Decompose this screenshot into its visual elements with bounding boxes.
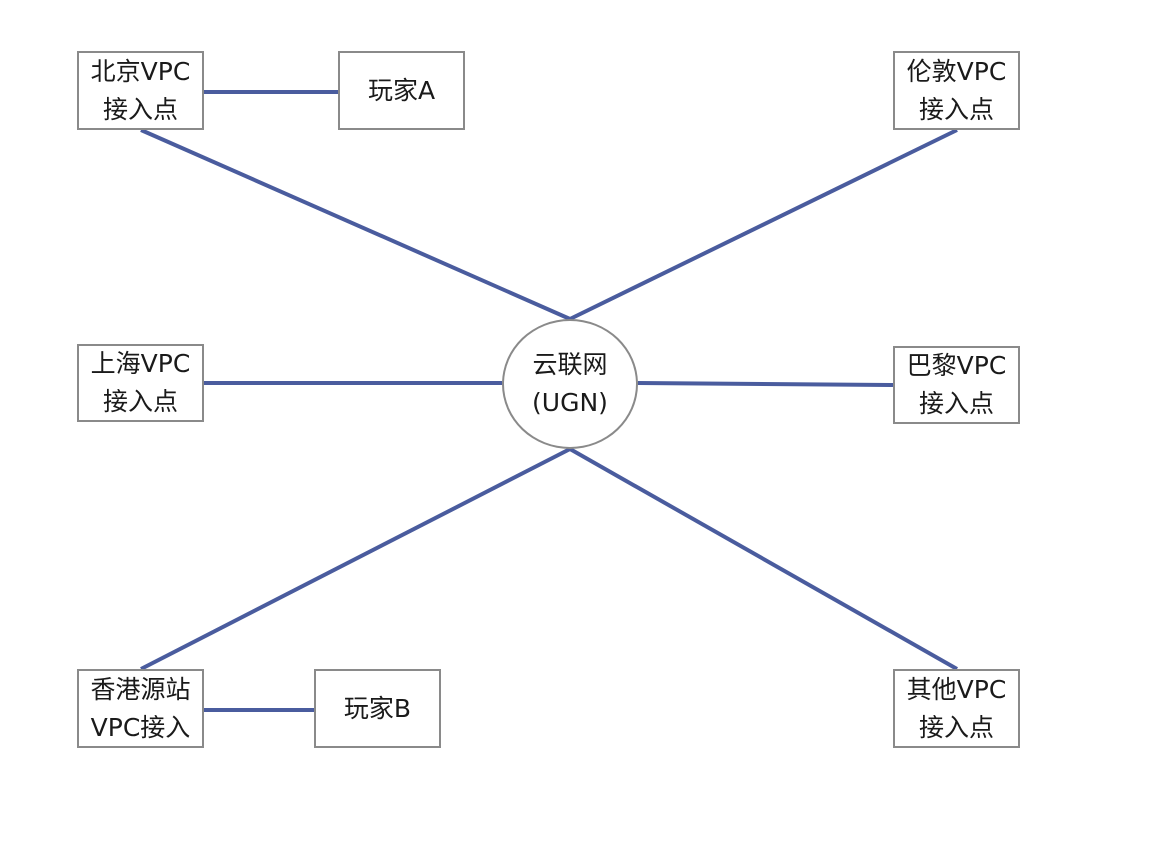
node-label-line2: 接入点	[918, 712, 994, 742]
node-label-line2: 接入点	[918, 389, 994, 418]
node-label-line1: 玩家B	[343, 693, 412, 723]
other-vpc-access-node: 其他VPC 接入点	[893, 669, 1020, 748]
hub-label-line1: 云联网	[532, 350, 608, 379]
edge-paris-hub	[637, 381, 894, 387]
node-label-line1: 上海VPC	[90, 349, 191, 378]
hongkong-origin-vpc-access-node: 香港源站 VPC接入	[77, 669, 204, 748]
player-b-node: 玩家B	[314, 669, 441, 748]
node-label-line1: 伦敦VPC	[906, 56, 1007, 86]
london-vpc-access-node: 伦敦VPC 接入点	[893, 51, 1020, 130]
node-label-line2: 接入点	[102, 94, 178, 124]
node-label-line1: 北京VPC	[90, 56, 191, 86]
node-label-line1: 香港源站	[90, 674, 191, 704]
hub-label-line2: (UGN)	[532, 388, 608, 417]
edge-other-hub	[569, 447, 958, 671]
node-label-line2: VPC接入	[90, 712, 191, 742]
paris-vpc-access-node: 巴黎VPC 接入点	[893, 346, 1020, 424]
shanghai-vpc-access-node: 上海VPC 接入点	[77, 344, 204, 422]
node-label-line1: 其他VPC	[906, 674, 1007, 704]
edge-beijing-hub	[140, 128, 571, 321]
beijing-vpc-access-node: 北京VPC 接入点	[77, 51, 204, 130]
edge-hongkong-hub	[140, 447, 571, 671]
node-label-line2: 接入点	[102, 387, 178, 416]
edge-london-hub	[569, 128, 958, 321]
ugn-hub-node: 云联网 (UGN)	[502, 319, 638, 449]
node-label-line1: 玩家A	[367, 75, 436, 105]
node-label-line1: 巴黎VPC	[906, 351, 1007, 380]
player-a-node: 玩家A	[338, 51, 465, 130]
node-label-line2: 接入点	[918, 94, 994, 124]
